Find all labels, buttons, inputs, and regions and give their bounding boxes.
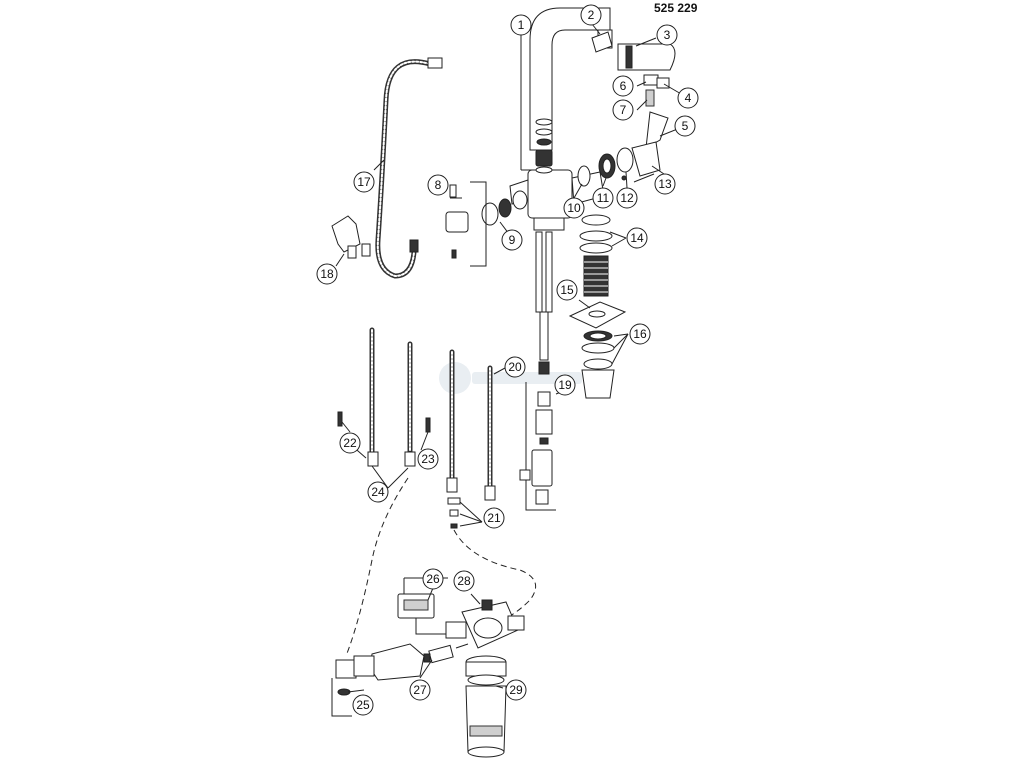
callout-22: 22 xyxy=(339,432,361,454)
svg-text:18: 18 xyxy=(320,267,334,281)
callout-19: 19 xyxy=(554,374,576,396)
callout-27: 27 xyxy=(409,679,431,701)
svg-text:29: 29 xyxy=(509,683,523,697)
callout-9: 9 xyxy=(501,229,523,251)
mounting-stud xyxy=(579,214,613,297)
hose-clip xyxy=(331,215,371,259)
callout-6: 6 xyxy=(612,75,634,97)
svg-text:26: 26 xyxy=(426,572,440,586)
handle-parts xyxy=(445,181,528,267)
callout-18: 18 xyxy=(316,263,338,285)
svg-text:11: 11 xyxy=(597,191,610,205)
callout-8: 8 xyxy=(427,174,449,196)
svg-text:21: 21 xyxy=(487,511,501,525)
svg-text:19: 19 xyxy=(558,378,572,392)
mounting-washers-nut xyxy=(568,301,627,399)
svg-text:15: 15 xyxy=(560,283,574,297)
svg-text:20: 20 xyxy=(508,360,522,374)
svg-text:25: 25 xyxy=(356,698,370,712)
callout-24: 24 xyxy=(367,481,389,503)
svg-text:16: 16 xyxy=(633,327,647,341)
pull-out-hose xyxy=(375,57,443,279)
svg-text:24: 24 xyxy=(371,485,385,499)
svg-text:3: 3 xyxy=(664,28,671,42)
svg-text:22: 22 xyxy=(343,436,357,450)
center-supply-tube xyxy=(535,231,553,375)
callout-5: 5 xyxy=(674,115,696,137)
part-number: 525 229 xyxy=(654,1,698,15)
filter-cartridge xyxy=(465,655,507,758)
sleeve-part xyxy=(591,31,613,53)
svg-text:13: 13 xyxy=(658,177,672,191)
callout-28: 28 xyxy=(453,570,475,592)
svg-text:9: 9 xyxy=(509,233,516,247)
callout-29: 29 xyxy=(505,679,527,701)
callout-15: 15 xyxy=(556,279,578,301)
callout-20: 20 xyxy=(504,356,526,378)
svg-text:1: 1 xyxy=(518,18,525,32)
sensor xyxy=(423,643,469,664)
callout-26: 26 xyxy=(422,568,444,590)
supply-hoses xyxy=(337,327,496,529)
svg-text:4: 4 xyxy=(685,91,692,105)
callout-2: 2 xyxy=(580,4,602,26)
svg-text:5: 5 xyxy=(682,119,689,133)
svg-text:10: 10 xyxy=(567,201,581,215)
valve-block xyxy=(331,643,425,717)
callout-16: 16 xyxy=(629,323,651,345)
cartridge-seals xyxy=(577,141,661,187)
filter-head xyxy=(445,599,525,649)
watermark xyxy=(439,362,582,394)
svg-text:27: 27 xyxy=(413,683,427,697)
callout-12: 12 xyxy=(616,187,638,209)
callout-4: 4 xyxy=(677,87,699,109)
svg-text:14: 14 xyxy=(630,231,644,245)
diverter-valve xyxy=(519,382,556,511)
svg-text:2: 2 xyxy=(588,8,595,22)
callout-17: 17 xyxy=(353,171,375,193)
callouts: 1 2 3 4 5 6 7 8 9 10 11 12 13 14 15 16 1… xyxy=(316,4,699,716)
svg-text:6: 6 xyxy=(620,79,627,93)
callout-25: 25 xyxy=(352,694,374,716)
leader-lines xyxy=(335,23,689,693)
callout-3: 3 xyxy=(656,24,678,46)
svg-text:28: 28 xyxy=(457,574,471,588)
svg-text:17: 17 xyxy=(357,175,371,189)
callout-23: 23 xyxy=(417,448,439,470)
aerator-parts xyxy=(643,74,670,149)
svg-text:23: 23 xyxy=(421,452,435,466)
svg-text:7: 7 xyxy=(620,103,627,117)
callout-1: 1 xyxy=(510,14,532,36)
callout-10: 10 xyxy=(563,197,585,219)
svg-text:12: 12 xyxy=(620,191,634,205)
svg-text:8: 8 xyxy=(435,178,442,192)
callout-11: 11 xyxy=(592,187,614,209)
callout-14: 14 xyxy=(626,227,648,249)
valve-body xyxy=(509,118,605,231)
callout-7: 7 xyxy=(612,99,634,121)
callout-13: 13 xyxy=(654,173,676,195)
callout-21: 21 xyxy=(483,507,505,529)
